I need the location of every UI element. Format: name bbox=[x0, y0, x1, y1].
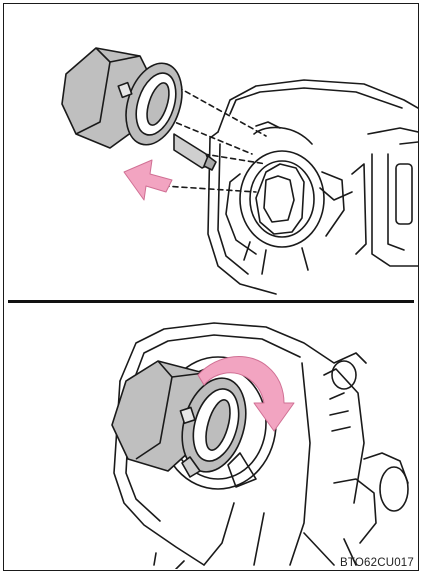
remove-bulb-illustration bbox=[4, 4, 418, 300]
panel-remove-bulb bbox=[4, 4, 418, 300]
figure-code: BTO62CU017 bbox=[340, 557, 414, 569]
housing-outline bbox=[218, 80, 418, 132]
bulb-connector bbox=[62, 48, 216, 170]
bulb-connector bbox=[112, 361, 256, 479]
figure-frame: BTO62CU017 bbox=[3, 3, 419, 571]
arrow-out-icon bbox=[124, 160, 172, 200]
rotate-bulb-illustration bbox=[4, 303, 418, 569]
panel-rotate-bulb bbox=[4, 303, 418, 569]
